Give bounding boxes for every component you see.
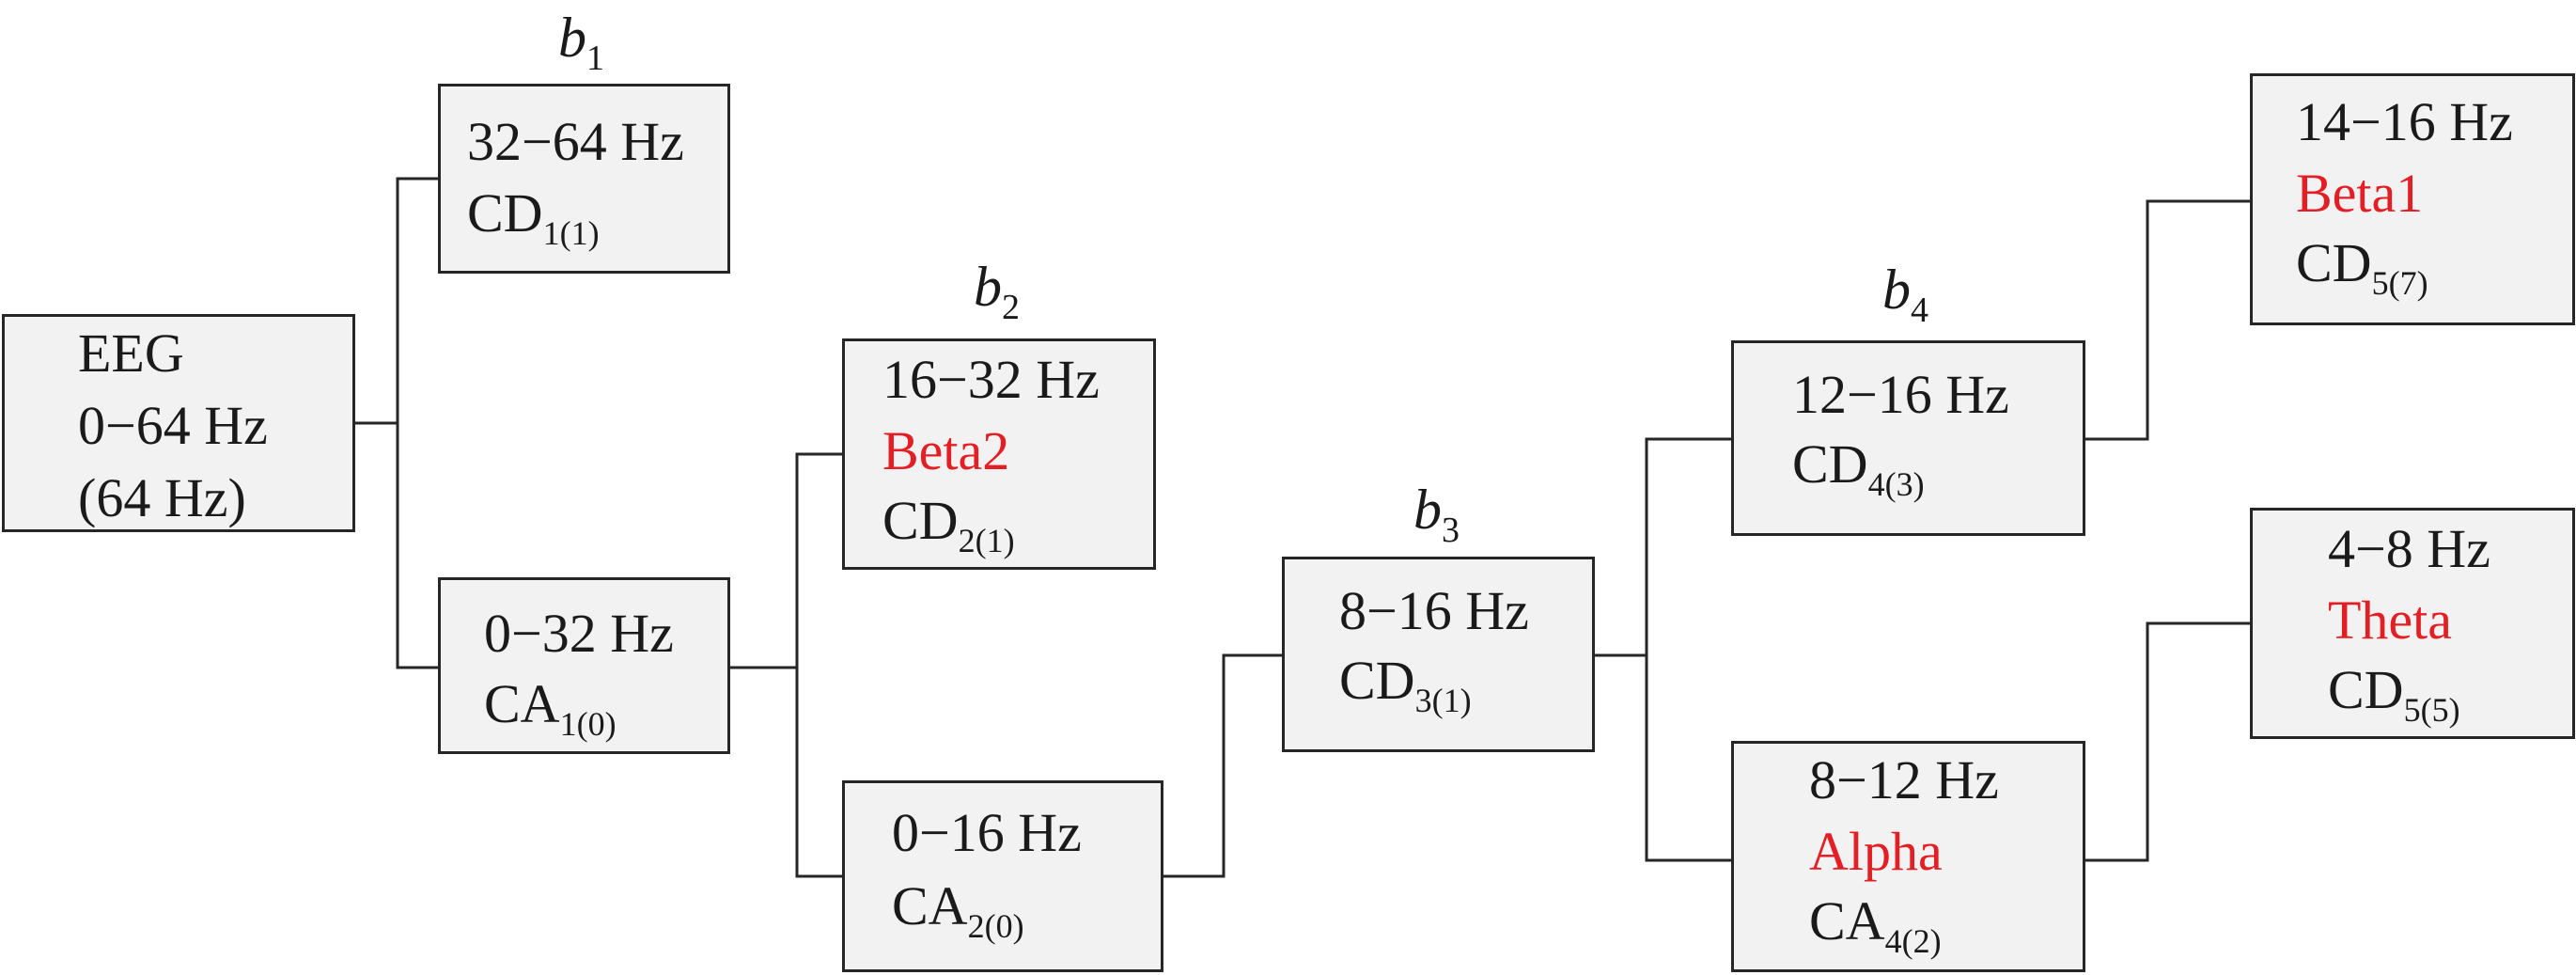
coefficient-label: CD5(7) xyxy=(2296,236,2428,301)
level-label-b2: b2 xyxy=(974,256,1020,325)
coefficient-base: CD xyxy=(2296,232,2372,293)
node-cd55: 4−8 Hz Theta CD5(5) xyxy=(2250,508,2575,739)
coefficient-sub: 1(0) xyxy=(559,705,617,743)
level-label-b3: b3 xyxy=(1413,479,1460,548)
coefficient-sub: 2(0) xyxy=(967,907,1024,945)
node-cd31: 8−16 Hz CD3(1) xyxy=(1282,557,1595,752)
node-eeg-title: EEG xyxy=(78,322,184,384)
level-sub: 1 xyxy=(586,39,604,78)
freq-range: 4−8 Hz xyxy=(2328,518,2490,579)
coefficient-label: CD2(1) xyxy=(882,494,1015,558)
level-sub: 2 xyxy=(1002,288,1020,327)
level-label-b4: b4 xyxy=(1882,259,1928,328)
coefficient-label: CD1(1) xyxy=(467,186,600,251)
connector-ca10-low xyxy=(795,668,842,878)
coefficient-label: CD3(1) xyxy=(1339,650,1472,718)
coefficient-label: CA2(0) xyxy=(892,879,1024,944)
coefficient-sub: 5(5) xyxy=(2403,691,2460,729)
coefficient-sub: 1(1) xyxy=(542,214,600,252)
node-eeg: EEG 0−64 Hz (64 Hz) xyxy=(2,314,355,532)
level-base: b xyxy=(1882,259,1911,321)
freq-range: 32−64 Hz xyxy=(467,111,684,172)
level-label-b1: b1 xyxy=(558,7,604,76)
coefficient-sub: 5(7) xyxy=(2371,264,2428,302)
node-ca42: 8−12 Hz Alpha CA4(2) xyxy=(1731,741,2085,972)
connector-cd31-low xyxy=(1645,655,1731,862)
freq-range: 0−16 Hz xyxy=(892,802,1082,863)
freq-range: 8−12 Hz xyxy=(1809,749,1999,810)
connector-cd43 xyxy=(2085,199,2250,441)
node-cd57: 14−16 Hz Beta1 CD5(7) xyxy=(2250,73,2575,325)
node-ca20: 0−16 Hz CA2(0) xyxy=(842,780,1163,972)
coefficient-label: CD5(5) xyxy=(2328,663,2460,728)
freq-range: 8−16 Hz xyxy=(1339,580,1529,641)
band-label: Beta2 xyxy=(882,420,1010,481)
coefficient-sub: 4(2) xyxy=(1884,922,1942,960)
band-label: Alpha xyxy=(1809,821,1943,882)
connector-ca10 xyxy=(729,452,842,669)
node-cd43: 12−16 Hz CD4(3) xyxy=(1731,340,2085,536)
level-base: b xyxy=(974,256,1002,318)
coefficient-base: CD xyxy=(882,490,959,551)
connector-eeg xyxy=(355,177,438,425)
coefficient-sub: 4(3) xyxy=(1867,465,1925,503)
coefficient-label: CD4(3) xyxy=(1792,437,1925,502)
level-base: b xyxy=(558,7,586,69)
level-base: b xyxy=(1413,479,1442,541)
coefficient-base: CA xyxy=(1809,890,1885,951)
connector-ca42 xyxy=(2085,621,2250,862)
freq-range: 16−32 Hz xyxy=(882,349,1100,410)
coefficient-base: CA xyxy=(484,673,560,734)
coefficient-label: CA4(2) xyxy=(1809,894,1942,959)
coefficient-base: CA xyxy=(892,875,968,936)
level-sub: 3 xyxy=(1442,511,1460,550)
coefficient-base: CD xyxy=(1339,650,1415,711)
coefficient-sub: 2(1) xyxy=(958,522,1015,559)
freq-range: 14−16 Hz xyxy=(2296,91,2513,152)
band-label: Theta xyxy=(2328,590,2453,651)
coefficient-label: CA1(0) xyxy=(484,677,617,742)
coefficient-base: CD xyxy=(1792,433,1868,495)
node-cd11: 32−64 Hz CD1(1) xyxy=(438,84,730,274)
connector-cd31 xyxy=(1595,437,1731,657)
node-ca10: 0−32 Hz CA1(0) xyxy=(438,577,730,754)
level-sub: 4 xyxy=(1911,291,1928,330)
freq-range: 0−32 Hz xyxy=(484,603,674,664)
node-cd21: 16−32 Hz Beta2 CD2(1) xyxy=(842,338,1156,570)
node-eeg-rate: (64 Hz) xyxy=(78,467,246,528)
coefficient-base: CD xyxy=(467,182,543,244)
coefficient-base: CD xyxy=(2328,659,2404,720)
node-eeg-range: 0−64 Hz xyxy=(78,395,268,456)
band-label: Beta1 xyxy=(2296,163,2424,224)
connector-eeg-low xyxy=(396,423,438,669)
freq-range: 12−16 Hz xyxy=(1792,364,2009,425)
connector-ca20 xyxy=(1163,653,1282,878)
coefficient-sub: 3(1) xyxy=(1414,682,1472,719)
